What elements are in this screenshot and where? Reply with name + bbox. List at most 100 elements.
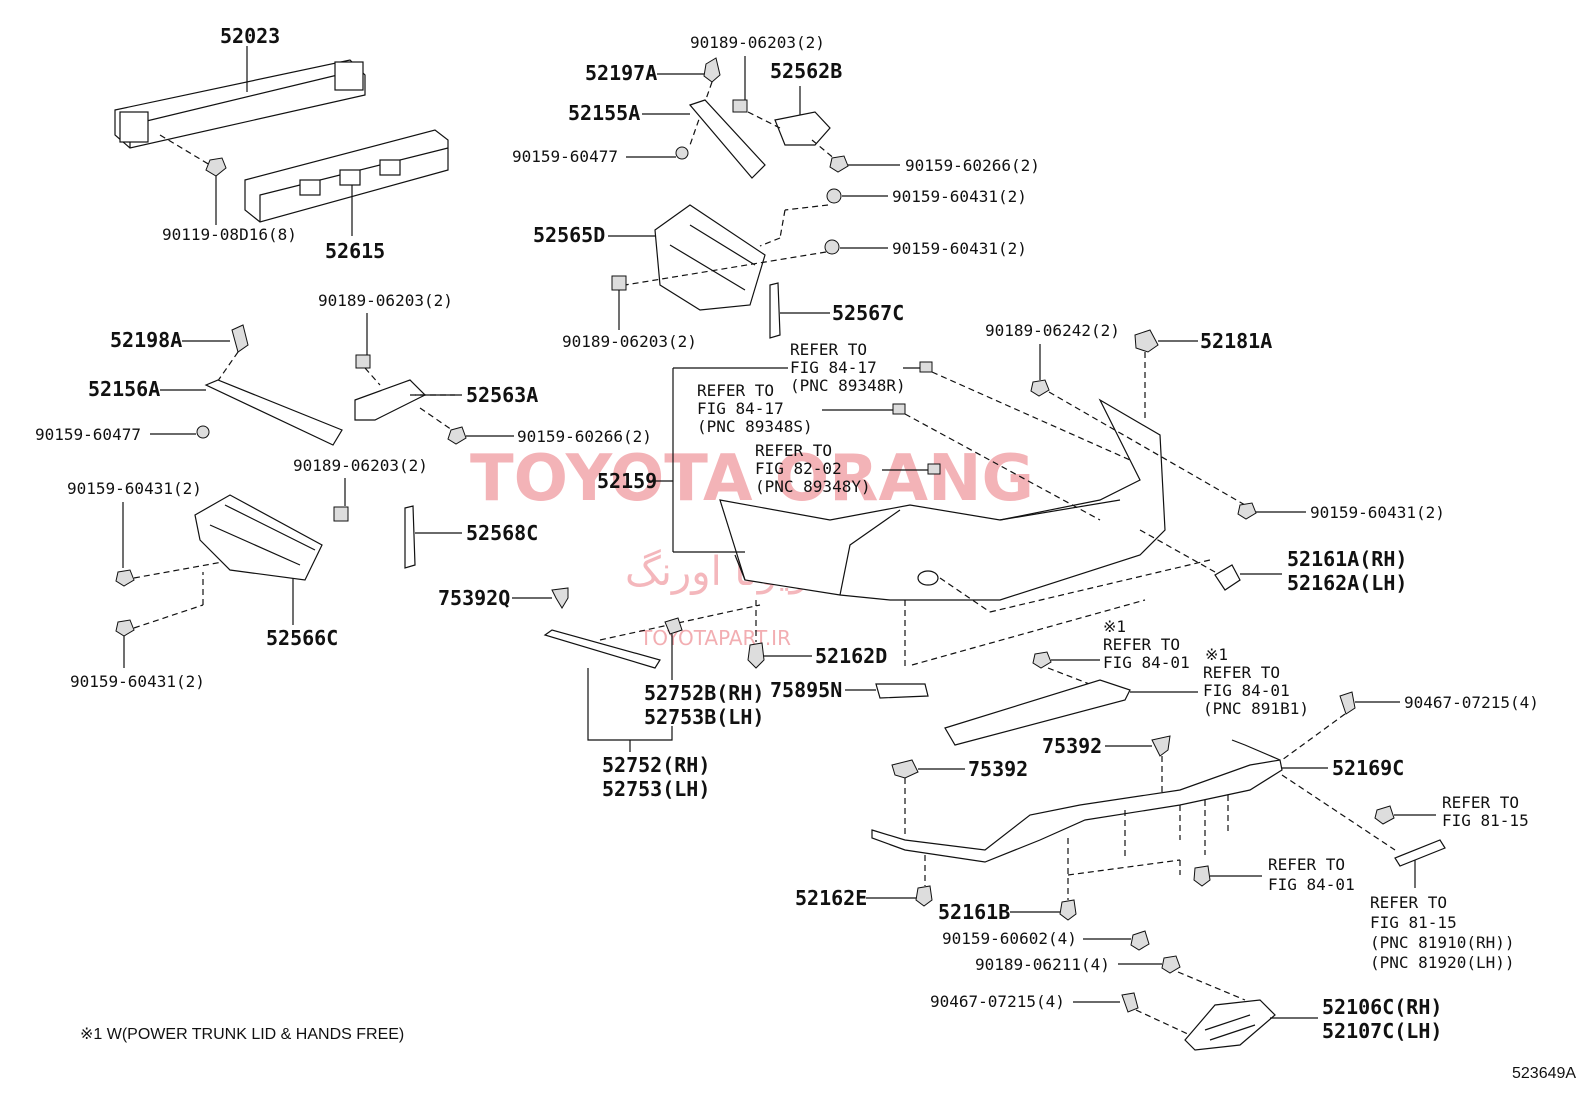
ref5-line3: (PNC 891B1) (1203, 699, 1309, 718)
watermark-main: TOYOTA ORANG (470, 442, 1034, 516)
detail (209, 504, 316, 566)
spacer-52568C (404, 505, 416, 569)
label-90119: 90119-08D16(8) (162, 225, 297, 244)
ref4-line2: FIG 84-01 (1103, 653, 1190, 672)
clip-ref2 (892, 403, 906, 415)
bolt-90159-431-b (824, 239, 840, 255)
label-52566C: 52566C (266, 626, 338, 650)
label-52162A: 52162A(LH) (1287, 571, 1407, 595)
energy-absorber-52615 (244, 129, 449, 223)
label-90189-d: 90189-06203(2) (293, 456, 428, 475)
dashed-guide (214, 351, 239, 386)
dashed-guide (747, 111, 781, 129)
label-75392-a: 75392 (1042, 734, 1102, 758)
ref2-line1: REFER TO (697, 381, 774, 400)
figure-id: 523649A (1512, 1065, 1576, 1082)
label-52161A: 52161A(RH) (1287, 547, 1407, 571)
bolt-90119 (205, 157, 227, 177)
label-52752: 52752(RH) (602, 753, 710, 777)
screw-90467-b (1121, 992, 1139, 1013)
nut-ref4 (1032, 651, 1052, 669)
reflector-81910 (1394, 839, 1446, 867)
clip-ref1 (919, 361, 933, 373)
ref6-line1: REFER TO (1442, 793, 1519, 812)
dashed-guide (624, 251, 827, 286)
lower-spoiler-52169C (871, 739, 1283, 863)
label-75895N: 75895N (770, 678, 842, 702)
clip-52162D (747, 642, 765, 669)
label-52162E: 52162E (795, 886, 867, 910)
dashed-guide (989, 559, 1211, 613)
detail (669, 224, 756, 291)
label-52156A: 52156A (88, 377, 160, 401)
dashed-guide (133, 604, 204, 629)
bolt-90159-431-c (115, 569, 135, 587)
clip-75392-b (891, 759, 919, 779)
label-90189-c: 90189-06203(2) (318, 291, 453, 310)
dashed-guide (904, 413, 1101, 521)
screw-90159-477-a (675, 146, 689, 160)
ref2-line3: (PNC 89348S) (697, 417, 813, 436)
dashed-guide (911, 599, 1146, 666)
ref7-line1: REFER TO (1268, 855, 1345, 874)
ref8-line1: REFER TO (1370, 893, 1447, 912)
label-52159: 52159 (597, 469, 657, 493)
label-90159-266-b: 90159-60266(2) (517, 427, 652, 446)
dashed-guide (1139, 529, 1216, 573)
clip-90189-c (355, 354, 371, 369)
dashed-guide (419, 407, 456, 433)
label-90189-e: 90189-06242(2) (985, 321, 1120, 340)
clip-ref3 (927, 463, 941, 475)
bolt-90159-266-a (829, 155, 849, 173)
label-90467-b: 90467-07215(4) (930, 992, 1065, 1011)
label-52615: 52615 (325, 239, 385, 263)
cap-52161A (1214, 564, 1241, 591)
ref5-line2: FIG 84-01 (1203, 681, 1290, 700)
clip-90189-b (611, 275, 627, 291)
clip-75392Q (551, 587, 569, 609)
dashed-guide (779, 209, 786, 239)
clip-52197A (703, 57, 721, 83)
ref1-line3: (PNC 89348R) (790, 376, 906, 395)
clip-52752B (664, 617, 683, 635)
nut-90189-f (1161, 955, 1181, 974)
ref3-line1: REFER TO (755, 441, 832, 460)
bracket-52159 (672, 367, 788, 553)
bolt-90159-431-d (115, 619, 135, 637)
label-52565D: 52565D (533, 223, 605, 247)
label-52563A: 52563A (466, 383, 538, 407)
ref7-line2: FIG 84-01 (1268, 875, 1355, 894)
label-52752B: 52752B(RH) (644, 681, 764, 705)
clip-ref7 (1193, 865, 1211, 887)
label-90159-431-d: 90159-60431(2) (70, 672, 205, 691)
label-90159-431-e: 90159-60431(2) (1310, 503, 1445, 522)
label-52023: 52023 (220, 24, 280, 48)
label-52106C: 52106C(RH) (1322, 995, 1442, 1019)
dashed-guide (1281, 774, 1396, 851)
ref8-line2: FIG 81-15 (1370, 913, 1457, 932)
retainer-52155A (688, 99, 766, 179)
label-52197A: 52197A (585, 61, 657, 85)
label-52107C: 52107C(LH) (1322, 1019, 1442, 1043)
bumper-cover-52159 (719, 398, 1166, 601)
reflector-75895N (875, 683, 929, 699)
ref8-line4: (PNC 81920(LH)) (1370, 953, 1515, 972)
dashed-guide (759, 237, 781, 247)
support-52566C (194, 494, 323, 581)
bracket-52563A (354, 379, 427, 421)
label-90159-431-a: 90159-60431(2) (892, 187, 1027, 206)
diffuser-52106C (1184, 999, 1276, 1051)
ref6-line2: FIG 81-15 (1442, 811, 1529, 830)
ref5-mark: ※1 (1205, 645, 1228, 664)
label-90467-a: 90467-07215(4) (1404, 693, 1539, 712)
dashed-guide (1048, 391, 1246, 506)
dashed-guide (784, 204, 829, 211)
clip-52162E (915, 885, 933, 907)
sensor-bracket-891B1 (944, 679, 1131, 746)
reflector-52752 (543, 629, 661, 669)
label-52753B: 52753B(LH) (644, 705, 764, 729)
bolt-90159-431-e (1237, 502, 1257, 520)
clip-90189-d (333, 506, 349, 522)
label-52753: 52753(LH) (602, 777, 710, 801)
